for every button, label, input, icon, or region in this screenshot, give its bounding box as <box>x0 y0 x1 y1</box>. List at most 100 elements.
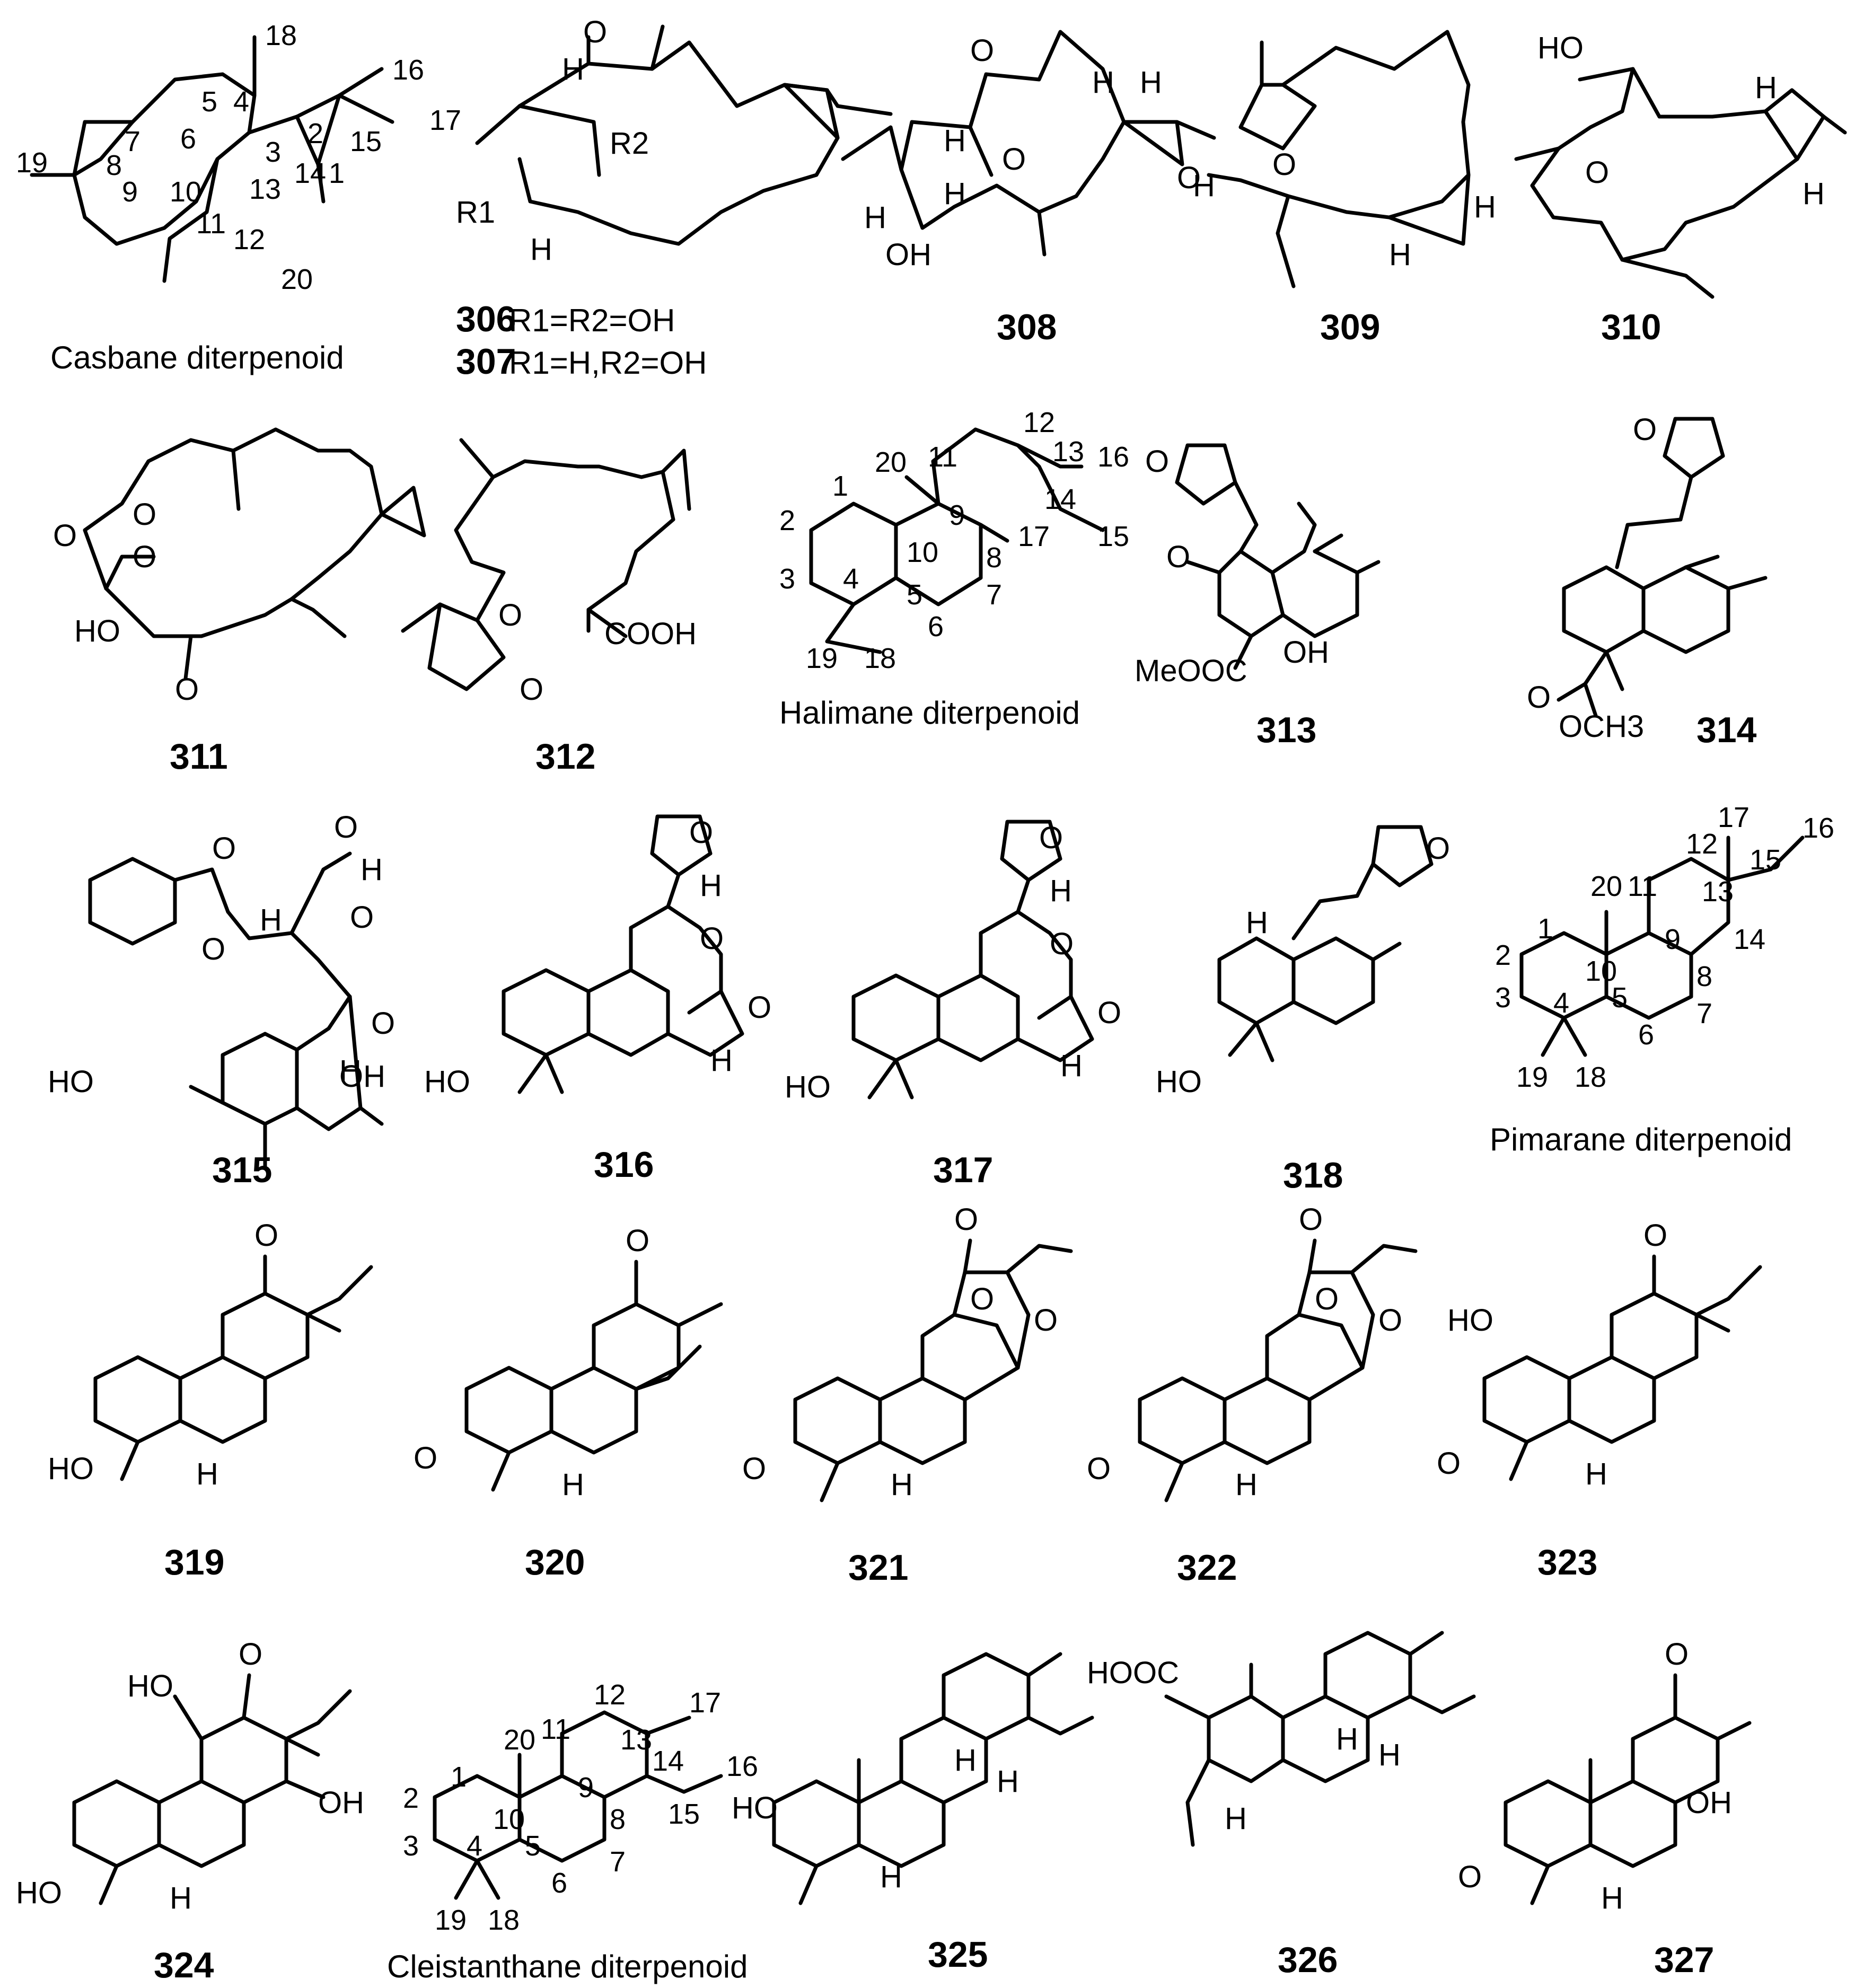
halimane-locant-9: 9 <box>949 499 965 531</box>
casbane-locant-11: 11 <box>196 208 226 240</box>
311-ho: HO <box>74 614 120 648</box>
compound-325-id: 325 <box>928 1934 988 1975</box>
322-ether-o2: O <box>1378 1303 1402 1338</box>
pimarane-locant-14: 14 <box>1734 923 1765 955</box>
316-carbonyl-o: O <box>748 990 771 1025</box>
compound-323-id: 323 <box>1537 1542 1597 1582</box>
317-furan-o: O <box>1039 821 1063 855</box>
halimane-locant-8: 8 <box>986 542 1002 574</box>
315-oh: OH <box>339 1059 385 1094</box>
319-keto-o: O <box>254 1218 278 1253</box>
317-ho: HO <box>785 1070 831 1104</box>
309-furan-o: O <box>1272 147 1296 182</box>
315-ho: HO <box>48 1065 94 1099</box>
compound-311: O O O HO O 311 <box>53 427 426 777</box>
pimarane-locant-15: 15 <box>1749 844 1781 876</box>
cleistanthane-locant-17: 17 <box>689 1687 721 1719</box>
compound-315-id: 315 <box>212 1150 272 1190</box>
cleistanthane-locant-15: 15 <box>668 1798 700 1830</box>
compound-311-id: 311 <box>170 736 228 777</box>
323-h: H <box>1585 1457 1607 1491</box>
cleistanthane-locant-9: 9 <box>578 1772 594 1804</box>
322-ether-o1: O <box>1315 1282 1339 1316</box>
317-h1: H <box>1050 874 1072 908</box>
308-keto-o2: O <box>1002 142 1026 177</box>
315-furan-o: O <box>334 810 358 845</box>
cleistanthane-locant-7: 7 <box>610 1846 626 1878</box>
casbane-locant-10: 10 <box>170 176 201 208</box>
casbane-locant-18: 18 <box>265 20 297 51</box>
306-keto-o: O <box>583 15 607 49</box>
cleistanthane-locant-3: 3 <box>403 1830 419 1862</box>
316-h2: H <box>710 1043 733 1078</box>
317-h2: H <box>1060 1049 1083 1083</box>
compound-308: O O H H H OH H H H 308 <box>841 30 1216 347</box>
casbane-locant-12: 12 <box>233 224 265 256</box>
halimane-locant-3: 3 <box>779 563 795 595</box>
casbane-locant-9: 9 <box>122 176 138 208</box>
compound-318: O H HO 318 <box>1156 825 1450 1195</box>
compound-326: HOOC H H H 326 <box>1087 1631 1476 1980</box>
casbane-locant-6: 6 <box>180 123 196 155</box>
306-h2-label: H <box>530 232 552 267</box>
pimarane-locant-7: 7 <box>1696 998 1712 1030</box>
compound-310-id: 310 <box>1601 307 1661 347</box>
306-h-label: H <box>562 52 584 86</box>
compound-309: O O H H 309 <box>1177 30 1496 347</box>
casbane-locant-1: 1 <box>329 157 345 189</box>
compound-322-id: 322 <box>1177 1547 1237 1588</box>
compound-307-id: 307 <box>456 341 516 382</box>
cleistanthane-skeleton-label: Cleistanthane diterpenoid <box>387 1949 748 1984</box>
326-h2: H <box>1378 1738 1401 1772</box>
314-ester-o: O <box>1527 680 1551 715</box>
309-keto-o: O <box>1177 161 1201 195</box>
pimarane-locant-8: 8 <box>1696 961 1712 992</box>
310-ho: HO <box>1537 31 1584 65</box>
316-h1: H <box>700 868 722 903</box>
313-keto-o: O <box>1166 540 1190 574</box>
cleistanthane-locant-18: 18 <box>488 1904 520 1936</box>
compound-316-id: 316 <box>594 1145 654 1185</box>
325-h1: H <box>954 1743 977 1778</box>
pimarane-locant-16: 16 <box>1803 812 1834 844</box>
320-keto-o2: O <box>414 1441 437 1475</box>
halimane-locant-18: 18 <box>864 643 896 674</box>
cleistanthane-locant-2: 2 <box>403 1782 419 1814</box>
compound-323: O HO O H 323 <box>1437 1218 1762 1582</box>
compound-314: O O OCH3 314 <box>1527 412 1768 750</box>
308-keto-o1: O <box>970 33 994 68</box>
cleistanthane-locant-10: 10 <box>493 1804 525 1835</box>
324-ho2: HO <box>16 1876 62 1910</box>
halimane-locant-4: 4 <box>843 563 859 595</box>
cleistanthane-locant-12: 12 <box>594 1679 626 1711</box>
halimane-locant-12: 12 <box>1023 407 1055 438</box>
322-keto-o: O <box>1299 1202 1323 1237</box>
halimane-locant-2: 2 <box>779 505 795 536</box>
316-ho: HO <box>424 1065 470 1099</box>
310-h1: H <box>1755 71 1777 105</box>
324-ho1: HO <box>127 1669 173 1703</box>
casbane-skeleton: 18 16 17 4 5 6 7 19 8 9 10 11 12 20 13 1… <box>16 20 461 375</box>
306-r1-label: R1 <box>456 195 495 230</box>
315-benzoyl-o: O <box>212 831 236 866</box>
326-hooc: HOOC <box>1087 1656 1179 1690</box>
326-h3: H <box>1225 1801 1247 1836</box>
pimarane-locant-4: 4 <box>1553 987 1569 1019</box>
309-h1: H <box>1474 190 1496 224</box>
315-h2: H <box>361 852 383 887</box>
cleistanthane-locant-5: 5 <box>525 1830 541 1862</box>
cleistanthane-locant-20: 20 <box>504 1724 535 1756</box>
321-keto-o: O <box>954 1202 978 1237</box>
315-lactone-o: O <box>350 900 374 935</box>
compound-312-id: 312 <box>535 736 595 777</box>
casbane-locant-20: 20 <box>281 263 313 295</box>
324-oh: OH <box>318 1785 364 1820</box>
313-meooc: MeOOC <box>1135 654 1247 688</box>
cleistanthane-locant-11: 11 <box>541 1713 570 1745</box>
314-furan-o: O <box>1633 412 1657 447</box>
compound-306-substituents: R1=R2=OH <box>509 303 675 338</box>
compound-324-id: 324 <box>154 1945 214 1985</box>
308-oh: OH <box>885 237 931 272</box>
compound-310: HO O H H 310 <box>1514 31 1847 347</box>
compound-308-id: 308 <box>997 307 1057 347</box>
